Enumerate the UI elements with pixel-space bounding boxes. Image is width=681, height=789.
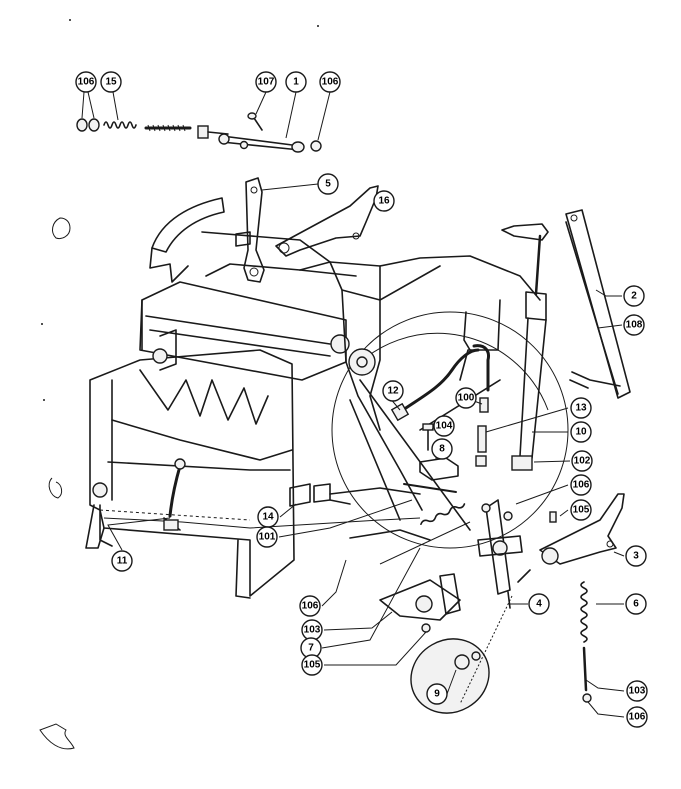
svg-text:106: 106 <box>302 601 319 612</box>
callout-2: 2 <box>623 285 645 307</box>
callout-11: 11 <box>111 550 133 572</box>
svg-text:106: 106 <box>78 77 95 88</box>
callout-14: 14 <box>257 506 279 528</box>
callout-3: 3 <box>625 545 647 567</box>
svg-text:7: 7 <box>308 643 314 654</box>
svg-text:4: 4 <box>536 599 542 610</box>
svg-text:104: 104 <box>436 421 453 432</box>
svg-text:106: 106 <box>629 712 646 723</box>
svg-text:13: 13 <box>575 403 587 414</box>
callout-9: 9 <box>426 683 448 705</box>
callout-106-e: 106 <box>626 706 648 728</box>
callout-103-b: 103 <box>626 680 648 702</box>
svg-text:106: 106 <box>573 480 590 491</box>
svg-text:16: 16 <box>378 196 390 207</box>
svg-text:1: 1 <box>293 77 299 88</box>
svg-text:12: 12 <box>387 386 399 397</box>
scan-margin-marks <box>39 19 319 750</box>
callout-103-a: 103 <box>301 619 323 641</box>
svg-text:100: 100 <box>458 393 475 404</box>
svg-text:103: 103 <box>304 625 321 636</box>
svg-text:5: 5 <box>325 179 331 190</box>
callout-102: 102 <box>571 450 593 472</box>
gas-strut-and-arm <box>501 209 631 471</box>
callout-13: 13 <box>570 397 592 419</box>
callout-106-c: 106 <box>570 474 592 496</box>
callout-107: 107 <box>255 71 277 93</box>
callout-5: 5 <box>317 173 339 195</box>
callout-105-b: 105 <box>301 654 323 676</box>
svg-text:105: 105 <box>573 505 590 516</box>
svg-text:2: 2 <box>631 291 637 302</box>
callout-16: 16 <box>373 190 395 212</box>
callout-15: 15 <box>100 71 122 93</box>
callout-100: 100 <box>455 387 477 409</box>
svg-text:8: 8 <box>439 444 445 455</box>
callout-12: 12 <box>382 380 404 402</box>
callout-104: 104 <box>433 415 455 437</box>
svg-text:6: 6 <box>633 599 639 610</box>
svg-text:11: 11 <box>117 556 128 567</box>
callout-4: 4 <box>528 593 550 615</box>
svg-text:3: 3 <box>633 551 639 562</box>
rotation-arrow <box>149 197 225 283</box>
svg-text:105: 105 <box>304 660 321 671</box>
baler-chassis <box>85 231 569 599</box>
hydraulic-hose <box>390 311 490 467</box>
callout-106-d: 106 <box>299 595 321 617</box>
callout-101: 101 <box>256 526 278 548</box>
svg-text:103: 103 <box>629 686 646 697</box>
svg-text:101: 101 <box>259 532 276 543</box>
svg-text:15: 15 <box>105 77 117 88</box>
callout-106-b: 106 <box>319 71 341 93</box>
svg-text:107: 107 <box>258 77 275 88</box>
callout-8: 8 <box>431 438 453 460</box>
upper-levers <box>235 177 379 283</box>
callout-1: 1 <box>285 71 307 93</box>
callout-6: 6 <box>625 593 647 615</box>
callout-106-a: 106 <box>75 71 97 93</box>
svg-text:10: 10 <box>575 427 587 438</box>
svg-text:102: 102 <box>574 456 591 467</box>
callout-10: 10 <box>570 421 592 443</box>
svg-text:106: 106 <box>322 77 339 88</box>
svg-text:9: 9 <box>434 689 440 700</box>
top-spring-rod-assembly <box>76 112 322 153</box>
callout-105-a: 105 <box>570 499 592 521</box>
callout-labels: 106 15 107 1 106 5 16 2 108 12 100 13 10… <box>75 71 648 728</box>
svg-text:108: 108 <box>626 320 643 331</box>
callout-108: 108 <box>623 314 645 336</box>
svg-text:14: 14 <box>262 512 274 523</box>
